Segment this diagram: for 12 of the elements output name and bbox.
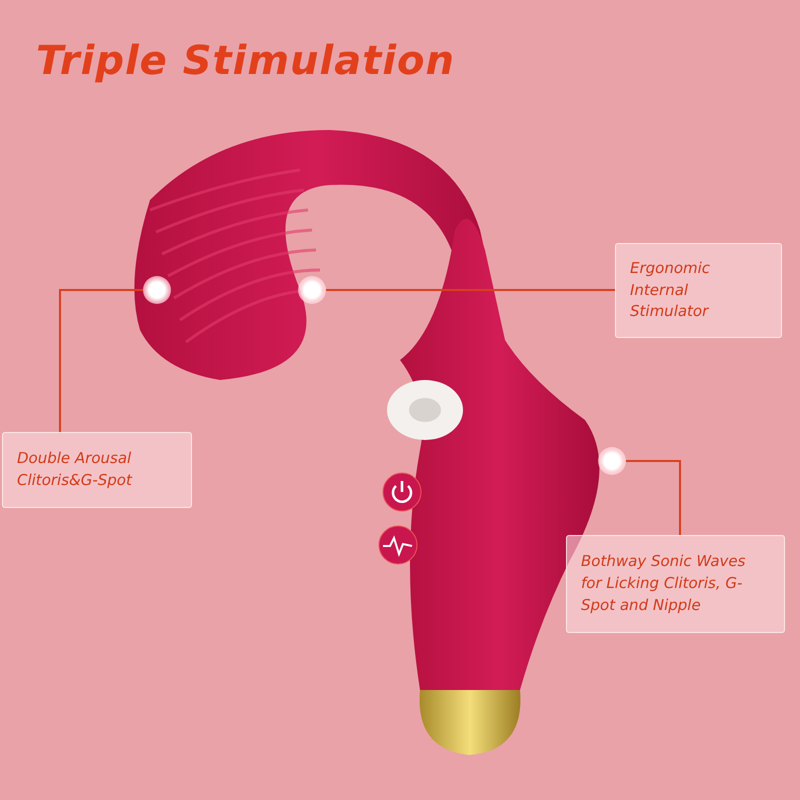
leader-line — [59, 289, 143, 432]
callout-text: Bothway Sonic Waves for Licking Clitoris, G-Spot and Nipple — [581, 551, 746, 616]
leader-line — [626, 460, 681, 535]
callout-box — [2, 432, 192, 508]
callout-text: Ergonomic Internal Stimulator — [630, 258, 712, 322]
callout-text: Double Arousal Clitoris&G-Spot — [17, 448, 134, 491]
highlight-dot — [598, 447, 626, 475]
highlight-dot — [298, 276, 326, 304]
leader-line — [326, 289, 615, 291]
title: Triple Stimulation — [36, 38, 456, 84]
callout-box — [566, 535, 785, 633]
callout-box — [615, 243, 782, 338]
